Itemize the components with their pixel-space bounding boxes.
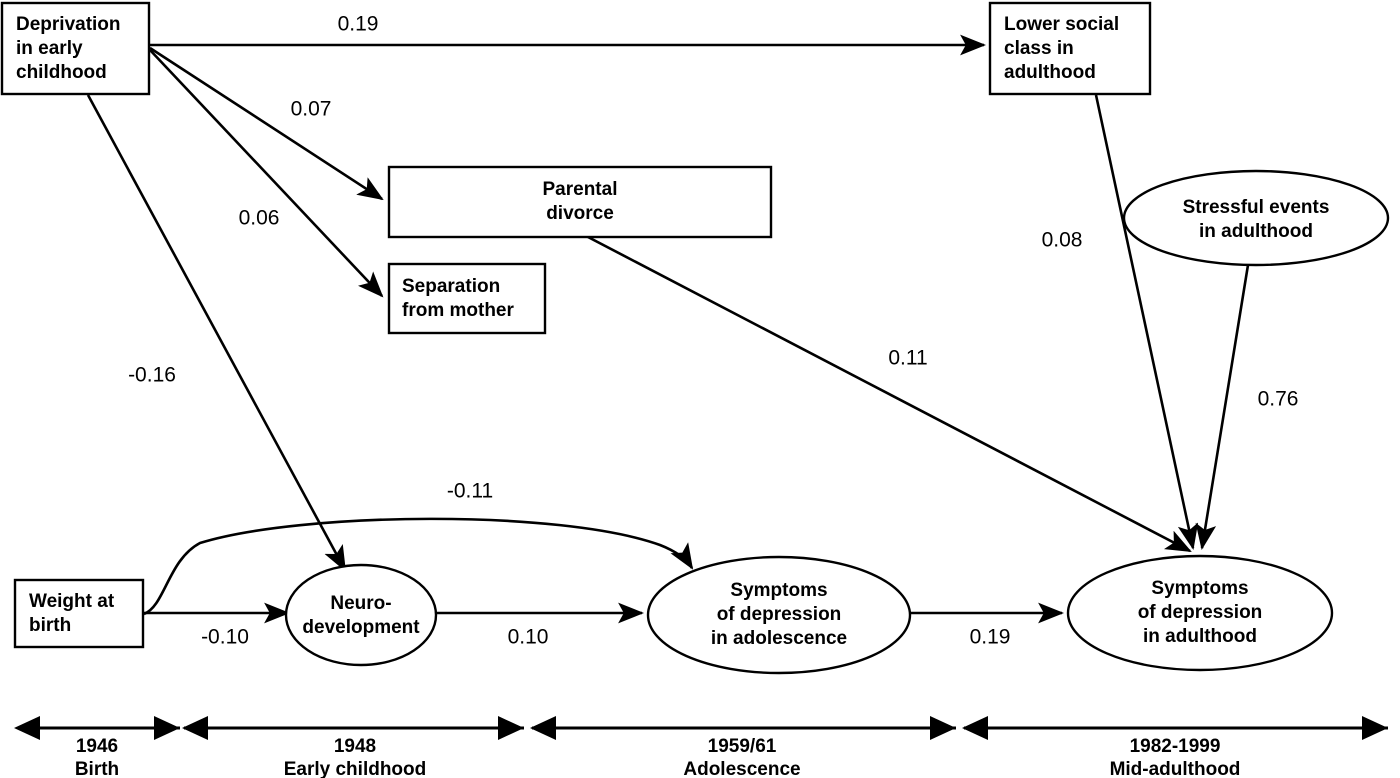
node-label-line-2: development — [302, 617, 420, 638]
edge-coefficient-minus-0-11: -0.11 — [447, 480, 493, 503]
node-symptoms-of-depression-in-adolescence[interactable]: Symptoms of depression in adolescence — [646, 555, 912, 675]
edge-line — [149, 49, 384, 298]
node-label-line-3: childhood — [16, 62, 107, 83]
timeline-year: 1948 — [334, 736, 376, 757]
node-label-line-3: adulthood — [1004, 62, 1096, 83]
node-box — [387, 262, 547, 335]
timeline-segment-1959-61-adolescence: 1959/61 Adolescence — [530, 716, 956, 778]
edge-curve — [143, 517, 694, 616]
node-label-line-3: in adolescence — [711, 628, 847, 649]
edge-coefficient-0-10: 0.10 — [508, 626, 549, 649]
node-label-line-1: Neuro- — [330, 593, 391, 614]
edge-coefficient-minus-0-16: -0.16 — [128, 364, 176, 387]
timeline-arrow-right-icon — [498, 716, 524, 740]
node-label-line-2: birth — [29, 615, 71, 636]
node-label-line-1: Weight at — [29, 591, 115, 612]
node-box — [13, 578, 145, 649]
node-label-line-2: from mother — [402, 300, 515, 321]
node-label-line-2: class in — [1004, 38, 1074, 59]
timeline-segment-1948-early-childhood: 1948 Early childhood — [182, 716, 524, 778]
node-label-line-2: in early — [16, 38, 83, 59]
edge-deprivation-to-separation-from-mother: 0.06 — [149, 49, 384, 298]
edge-coefficient-0-19-bottom: 0.19 — [970, 626, 1011, 649]
node-label-line-1: Lower social — [1004, 14, 1119, 35]
node-ellipse — [284, 563, 438, 667]
edge-line — [1094, 94, 1199, 551]
timeline: 1946 Birth 1948 Early childhood 1959/61 … — [14, 716, 1388, 778]
edge-line — [149, 46, 384, 201]
node-ellipse — [1122, 169, 1390, 267]
timeline-stage: Mid-adulthood — [1110, 759, 1241, 778]
timeline-arrow-left-icon — [530, 716, 556, 740]
edge-coefficient-0-11: 0.11 — [888, 347, 927, 370]
edge-neurodevelopment-to-depression-adolescence: 0.10 — [436, 602, 645, 649]
node-label-line-1: Symptoms — [1151, 578, 1248, 599]
edge-weight-at-birth-to-neurodevelopment: -0.10 — [143, 602, 291, 649]
edge-deprivation-to-parental-divorce: 0.07 — [149, 46, 384, 201]
node-weight-at-birth[interactable]: Weight at birth — [13, 578, 145, 649]
node-label-line-1: Separation — [402, 276, 500, 297]
edge-stressful-events-to-depression-adulthood: 0.76 — [1195, 264, 1299, 551]
node-separation-from-mother[interactable]: Separation from mother — [387, 262, 547, 335]
edge-parental-divorce-to-depression-adulthood: 0.11 — [587, 235, 1192, 553]
timeline-year: 1959/61 — [708, 736, 777, 757]
edge-deprivation-to-lower-social-class: 0.19 — [150, 13, 987, 56]
node-symptoms-of-depression-in-adulthood[interactable]: Symptoms of depression in adulthood — [1066, 554, 1334, 672]
timeline-arrow-left-icon — [182, 716, 208, 740]
timeline-year: 1982-1999 — [1130, 736, 1221, 757]
edge-coefficient-0-19-top: 0.19 — [338, 13, 379, 36]
edge-coefficient-0-76: 0.76 — [1258, 388, 1299, 411]
node-box — [988, 1, 1152, 96]
timeline-arrow-left-icon — [14, 716, 40, 740]
edge-weight-at-birth-to-depression-adolescence: -0.11 — [143, 480, 694, 616]
node-deprivation-in-early-childhood[interactable]: Deprivation in early childhood — [0, 1, 151, 96]
node-ellipse — [1066, 554, 1334, 672]
edge-line — [86, 94, 347, 572]
edge-lower-social-class-to-depression-adulthood: 0.08 — [1042, 94, 1199, 551]
node-label-line-1: Deprivation — [16, 14, 121, 35]
timeline-stage: Early childhood — [284, 759, 427, 778]
edge-line — [587, 235, 1192, 553]
node-label-line-2: in adulthood — [1199, 221, 1313, 242]
node-lower-social-class-in-adulthood[interactable]: Lower social class in adulthood — [988, 1, 1152, 96]
node-stressful-events-in-adulthood[interactable]: Stressful events in adulthood — [1122, 169, 1390, 267]
edge-coefficient-minus-0-10: -0.10 — [201, 626, 249, 649]
edge-coefficient-0-06: 0.06 — [239, 207, 280, 230]
node-neurodevelopment[interactable]: Neuro- development — [284, 563, 438, 667]
edge-deprivation-to-neurodevelopment: -0.16 — [86, 94, 347, 572]
timeline-stage: Adolescence — [683, 759, 800, 778]
node-label-line-2: divorce — [546, 203, 614, 224]
node-ellipse — [646, 555, 912, 675]
timeline-segment-1982-1999-mid-adulthood: 1982-1999 Mid-adulthood — [962, 716, 1388, 778]
edge-depression-adolescence-to-depression-adulthood: 0.19 — [910, 602, 1065, 649]
node-label-line-1: Symptoms — [730, 580, 827, 601]
node-label-line-1: Stressful events — [1183, 197, 1330, 218]
node-label-line-3: in adulthood — [1143, 626, 1257, 647]
edge-coefficient-0-08: 0.08 — [1042, 229, 1083, 252]
timeline-arrow-right-icon — [1362, 716, 1388, 740]
timeline-arrow-left-icon — [962, 716, 988, 740]
node-parental-divorce[interactable]: Parental divorce — [387, 165, 773, 239]
timeline-segment-1946-birth: 1946 Birth — [14, 716, 180, 778]
node-label-line-2: of depression — [1138, 602, 1263, 623]
node-label-line-2: of depression — [717, 604, 842, 625]
timeline-arrow-right-icon — [154, 716, 180, 740]
timeline-year: 1946 — [76, 736, 118, 757]
edge-coefficient-0-07: 0.07 — [291, 98, 332, 121]
node-label-line-1: Parental — [543, 179, 618, 200]
edge-line — [1195, 264, 1250, 551]
timeline-arrow-right-icon — [930, 716, 956, 740]
node-box — [387, 165, 773, 239]
node-box — [0, 1, 151, 96]
timeline-stage: Birth — [75, 759, 119, 778]
